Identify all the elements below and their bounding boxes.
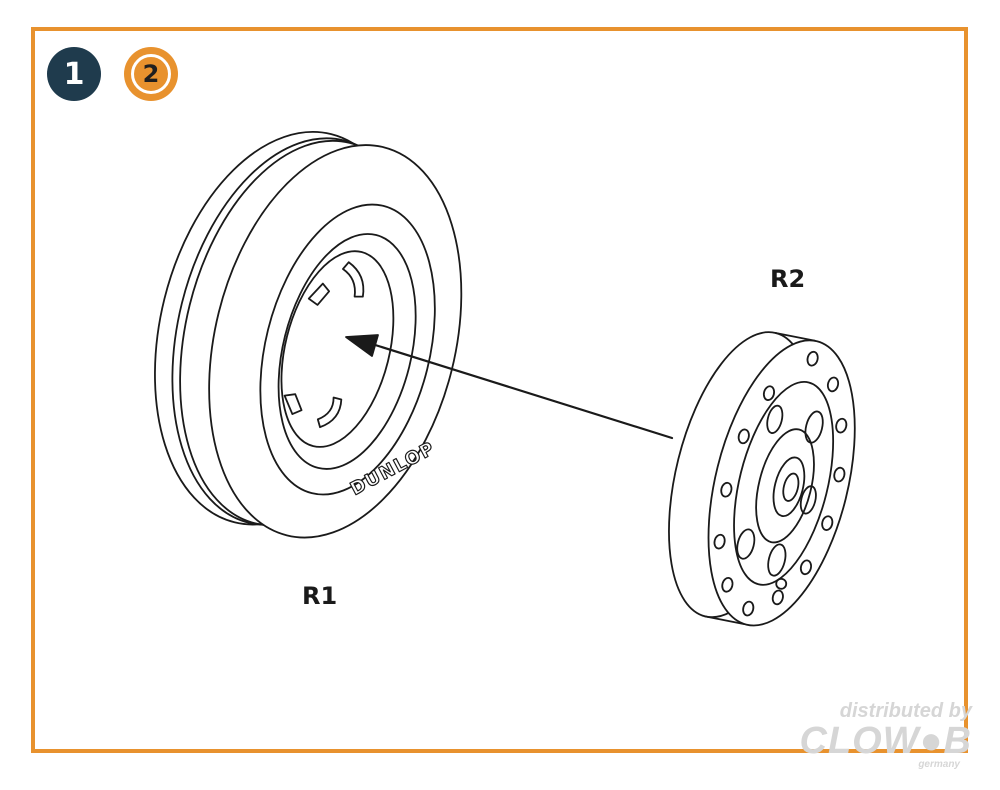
step-1-number: 1 — [63, 56, 85, 92]
step-1-badge: 1 — [47, 47, 101, 101]
bolt-hole — [835, 417, 848, 434]
bolt-hole — [713, 533, 726, 550]
bolt-hole — [771, 589, 784, 606]
step-2-badge: 2 — [124, 47, 178, 101]
tire-sidewall-edge — [259, 203, 436, 496]
hub-r2-part — [668, 331, 856, 627]
arrow-shaft — [370, 342, 674, 440]
instruction-frame — [31, 27, 968, 753]
tire-notch-left — [307, 282, 331, 306]
hub-inner-ring — [755, 428, 815, 544]
bolt-hole — [799, 559, 812, 576]
tire-bead-outer — [277, 233, 417, 470]
step-2-number: 2 — [142, 60, 160, 88]
lightening-hole — [799, 485, 817, 515]
arrow-head — [345, 334, 379, 357]
assembly-arrow — [345, 334, 674, 440]
lightening-hole — [767, 543, 787, 577]
tire-part-label: R1 — [302, 582, 338, 610]
tire-bead-inner — [280, 250, 395, 448]
lightening-hole — [804, 410, 824, 444]
step-2-ring: 2 — [131, 54, 171, 94]
tire-notch-bottom — [283, 393, 303, 415]
bolt-hole — [721, 577, 734, 593]
bolt-hole — [762, 385, 776, 401]
hub-axle-hole — [782, 472, 800, 502]
lightening-hole — [736, 528, 756, 560]
hub-axle-boss — [772, 456, 806, 517]
tire-r1-part: DUNLOP — [154, 131, 463, 539]
tire-notch-top — [342, 261, 365, 298]
hub-bolt-circle — [733, 381, 835, 586]
watermark-distributed-by: distributed by — [839, 700, 972, 722]
lightening-hole — [766, 404, 784, 434]
watermark-logo: CLOW●B — [799, 720, 972, 762]
valve-stem — [775, 577, 788, 590]
bolt-hole — [737, 428, 750, 445]
bolt-hole — [806, 350, 819, 367]
bolt-hole — [826, 376, 840, 393]
bolt-hole — [821, 515, 834, 531]
tire-notch-right — [316, 396, 343, 429]
watermark-country: germany — [918, 759, 960, 770]
hub-part-label: R2 — [770, 265, 806, 293]
distributor-watermark: distributed by CLOW●B germany — [800, 700, 972, 770]
bolt-hole — [720, 481, 733, 498]
bolt-hole — [742, 600, 755, 617]
bolt-hole — [833, 466, 846, 483]
